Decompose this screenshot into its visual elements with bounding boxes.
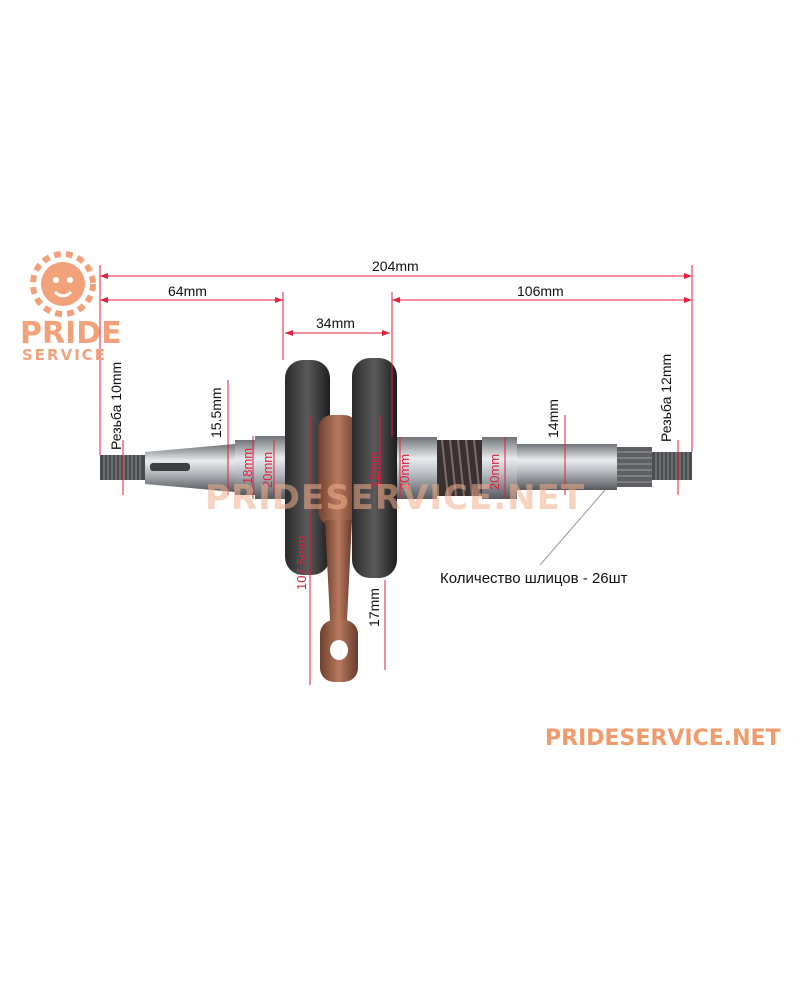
dim-thread-left: Резьба 10mm: [108, 361, 124, 450]
dim-left-length: 64mm: [168, 283, 207, 299]
lion-gear-icon: [30, 251, 96, 317]
dim-right-step: 14mm: [545, 399, 561, 438]
watermark-bottom: PRIDESERVICE.NET: [545, 726, 781, 751]
dimension-lines: [99, 265, 693, 685]
dim-web-width: 34mm: [316, 315, 355, 331]
connecting-rod-beam: [325, 520, 352, 640]
watermark-center: PRIDESERVICE.NET: [205, 478, 586, 518]
dim-total-length: 204mm: [372, 258, 419, 274]
right-shaft: [517, 444, 617, 490]
right-flywheel: [352, 358, 397, 578]
dim-rod-length: 107.5mm: [294, 535, 309, 590]
dim-thread-right: Резьба 12mm: [658, 353, 674, 442]
right-splines: [617, 447, 652, 487]
spline-note: Количество шлицов - 26шт: [440, 570, 628, 587]
right-journal: [397, 437, 437, 499]
left-flywheel: [285, 360, 330, 575]
dim-right-length: 106mm: [517, 283, 564, 299]
dim-left-step: 15.5mm: [208, 387, 224, 438]
logo-service: SERVICE: [22, 346, 108, 364]
logo-pride: PRIDE: [20, 316, 122, 351]
dim-rod-small-end: 17mm: [366, 588, 382, 627]
left-journal: [235, 440, 255, 495]
connecting-rod-big-end: [318, 415, 358, 525]
